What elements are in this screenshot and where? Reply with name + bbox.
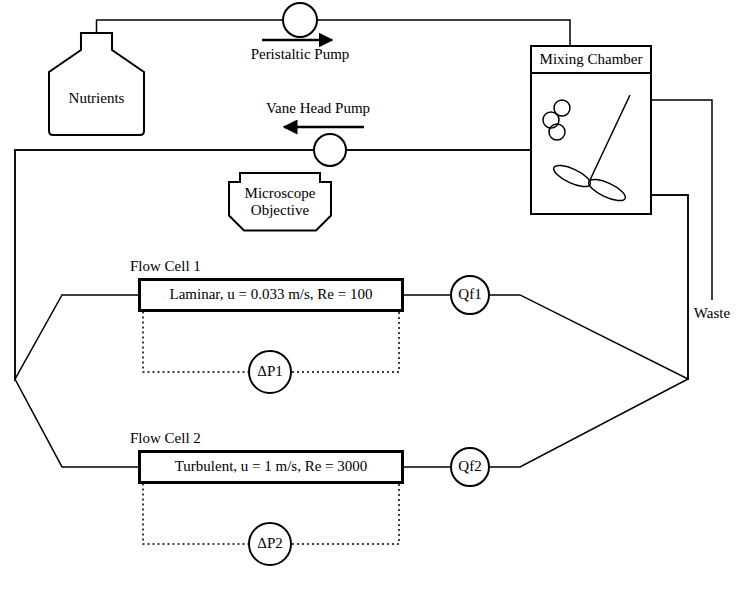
node-outline — [228, 172, 332, 232]
flow-arrow — [262, 39, 332, 42]
node-text: Qf1 — [458, 286, 481, 303]
stirrer-shaft — [590, 95, 630, 180]
tubing-line — [490, 195, 688, 379]
node-text: Turbulent, u = 1 m/s, Re = 3000 — [138, 450, 404, 483]
tubing-line — [15, 150, 530, 467]
tubing-line — [404, 294, 450, 296]
bubble — [554, 100, 570, 116]
outline-path — [229, 173, 331, 231]
microscope-objective: Microscope Objective — [228, 172, 332, 232]
node-text: Microscope Objective — [228, 172, 332, 228]
outline-path — [49, 33, 144, 135]
pump-label: Vane Head Pump — [266, 100, 370, 117]
outlet-label: Waste — [694, 305, 730, 322]
tubing-line — [15, 150, 530, 379]
node-text: Laminar, u = 0.033 m/s, Re = 100 — [138, 278, 404, 311]
tubing-line — [97, 20, 571, 45]
flow-cell: Flow Cell 2 Turbulent, u = 1 m/s, Re = 30… — [130, 430, 404, 484]
supply-bottle: Nutrients — [48, 32, 145, 136]
flow-meter: Qf2 — [450, 447, 490, 487]
stirrer-paddle — [586, 175, 628, 205]
cell-heading: Flow Cell 1 — [130, 258, 404, 275]
flow-meter: Qf1 — [450, 275, 490, 315]
flow-cell: Flow Cell 1 Laminar, u = 0.033 m/s, Re = … — [130, 258, 404, 312]
node-text: ΔP2 — [257, 535, 283, 552]
tubing-line — [404, 466, 450, 468]
pressure-gauge: ΔP1 — [248, 350, 292, 394]
node-text: Qf2 — [458, 458, 481, 475]
bubble — [549, 124, 565, 140]
tubing-line — [490, 195, 688, 467]
node-text: Nutrients — [48, 90, 145, 107]
node-outline — [48, 32, 145, 136]
mixer-illustration — [543, 95, 630, 205]
flow-arrow — [284, 126, 364, 129]
cell-heading: Flow Cell 2 — [130, 430, 404, 447]
pump-symbol — [283, 3, 317, 37]
pump-symbol — [314, 134, 346, 166]
stirrer-paddle — [551, 161, 593, 191]
mixing-chamber: Mixing Chamber — [530, 45, 652, 215]
pressure-gauge: ΔP2 — [248, 522, 292, 566]
node-text: ΔP1 — [257, 363, 283, 380]
node-text: Mixing Chamber — [532, 47, 650, 74]
pump-label: Peristaltic Pump — [251, 46, 350, 63]
waste-line — [652, 100, 712, 300]
